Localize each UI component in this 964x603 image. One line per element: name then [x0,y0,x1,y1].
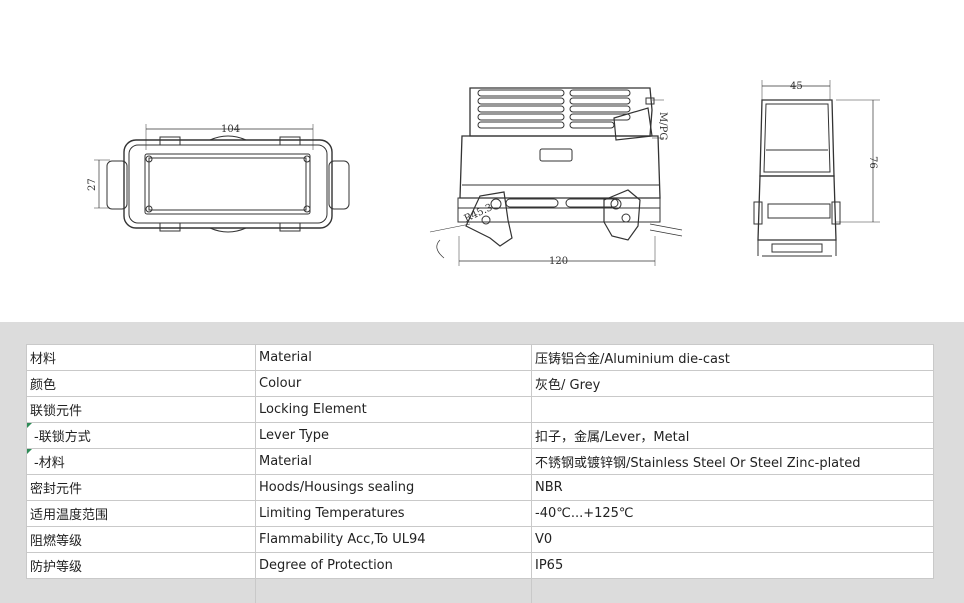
cell-en: Limiting Temperatures [255,500,532,527]
cell-value: 扣子，金属/Lever，Metal [531,422,934,449]
column-divider [531,578,532,603]
table-row: 颜色 Colour 灰色/ Grey [26,370,934,397]
front-view-width-dim: 120 [549,256,568,267]
table-continuation [26,578,933,603]
cell-value: V0 [531,526,934,553]
comment-marker-icon [27,423,32,428]
table-row: 防护等级 Degree of Protection IP65 [26,552,934,579]
cell-value: 不锈钢或镀锌钢/Stainless Steel Or Steel Zinc-pl… [531,448,934,475]
table-row: 适用温度范围 Limiting Temperatures -40℃...+125… [26,500,934,527]
cell-en: Hoods/Housings sealing [255,474,532,501]
cell-cn: 材料 [26,344,256,371]
front-view-thread-label: M/PG [657,112,668,140]
side-view-width-dim: 45 [790,81,803,92]
cell-cn: 防护等级 [26,552,256,579]
technical-drawing: 104 27 120 M/PG R45.3 45 76 [87,80,880,267]
side-view-drawing [753,80,880,257]
front-view-drawing [429,87,683,266]
cell-value: -40℃...+125℃ [531,500,934,527]
column-divider [255,578,256,603]
cell-cn-sub: -联锁方式 [26,422,256,449]
cell-cn-text: -材料 [34,456,65,471]
cell-en: Material [255,344,532,371]
cell-cn: 适用温度范围 [26,500,256,527]
top-view-width-dim: 104 [221,124,240,135]
cell-value: NBR [531,474,934,501]
cell-value: 压铸铝合金/Aluminium die-cast [531,344,934,371]
table-row: 联锁元件 Locking Element [26,396,934,423]
spec-table-section: 材料 Material 压铸铝合金/Aluminium die-cast 颜色 … [0,322,964,603]
cell-cn: 联锁元件 [26,396,256,423]
technical-drawing-area: 104 27 120 M/PG R45.3 45 76 [87,80,880,267]
cell-value [531,396,934,423]
cell-cn: 阻燃等级 [26,526,256,553]
side-view-height-dim: 76 [867,156,878,169]
cell-en: Colour [255,370,532,397]
cell-cn-sub: -材料 [26,448,256,475]
cell-cn: 密封元件 [26,474,256,501]
comment-marker-icon [27,449,32,454]
cell-value: IP65 [531,552,934,579]
table-row: 阻燃等级 Flammability Acc,To UL94 V0 [26,526,934,553]
spec-table: 材料 Material 压铸铝合金/Aluminium die-cast 颜色 … [26,344,934,579]
table-row: 密封元件 Hoods/Housings sealing NBR [26,474,934,501]
top-view-drawing [94,124,350,233]
cell-en: Locking Element [255,396,532,423]
top-view-height-dim: 27 [87,178,98,191]
cell-cn: 颜色 [26,370,256,397]
table-row: 材料 Material 压铸铝合金/Aluminium die-cast [26,344,934,371]
cell-en: Lever Type [255,422,532,449]
cell-en: Material [255,448,532,475]
cell-cn-text: -联锁方式 [34,430,91,445]
cell-en: Degree of Protection [255,552,532,579]
table-row: -联锁方式 Lever Type 扣子，金属/Lever，Metal [26,422,934,449]
table-row: -材料 Material 不锈钢或镀锌钢/Stainless Steel Or … [26,448,934,475]
cell-value: 灰色/ Grey [531,370,934,397]
cell-en: Flammability Acc,To UL94 [255,526,532,553]
